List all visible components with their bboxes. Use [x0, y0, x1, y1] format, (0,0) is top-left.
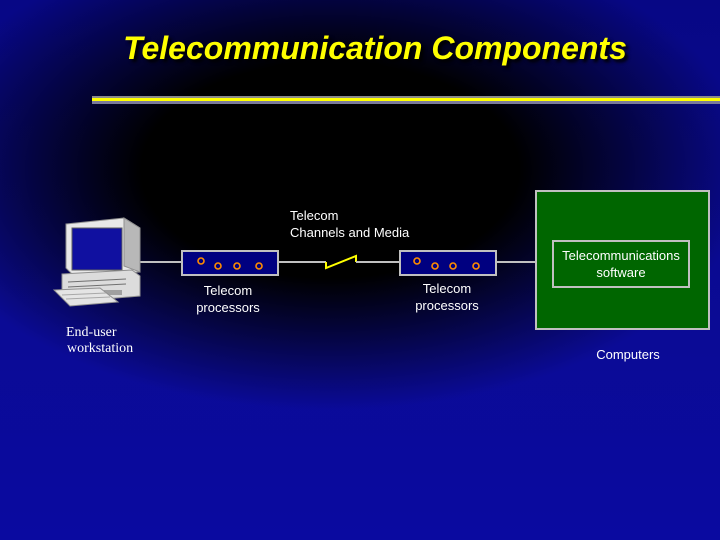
- software-label-line1: Telecommunications: [562, 247, 680, 264]
- channels-label-line1: Telecom: [290, 207, 450, 224]
- processor-left-box: [182, 251, 278, 275]
- telecom-software-box: Telecommunications software: [552, 240, 690, 288]
- workstation-label-line1: End-user: [66, 325, 176, 341]
- processor-left-label-line1: Telecom: [178, 282, 278, 299]
- monitor-screen: [72, 228, 122, 270]
- computers-label: Computers: [578, 346, 678, 363]
- telecom-processor-right: [400, 251, 496, 275]
- desktop-computer-icon: [54, 218, 140, 306]
- processor-right-label-line1: Telecom: [397, 280, 497, 297]
- workstation-label: End-user workstation: [66, 325, 176, 357]
- channels-label-line2: Channels and Media: [290, 224, 450, 241]
- lightning-link-icon: [326, 256, 356, 268]
- processor-right-label: Telecom processors: [397, 280, 497, 314]
- workstation-label-line2: workstation: [66, 341, 176, 357]
- channels-label: Telecom Channels and Media: [270, 207, 450, 241]
- telecom-processor-left: [182, 251, 278, 275]
- processor-left-label-line2: processors: [178, 299, 278, 316]
- processor-right-label-line2: processors: [397, 297, 497, 314]
- software-label-line2: software: [562, 264, 680, 281]
- processor-left-label: Telecom processors: [178, 282, 278, 316]
